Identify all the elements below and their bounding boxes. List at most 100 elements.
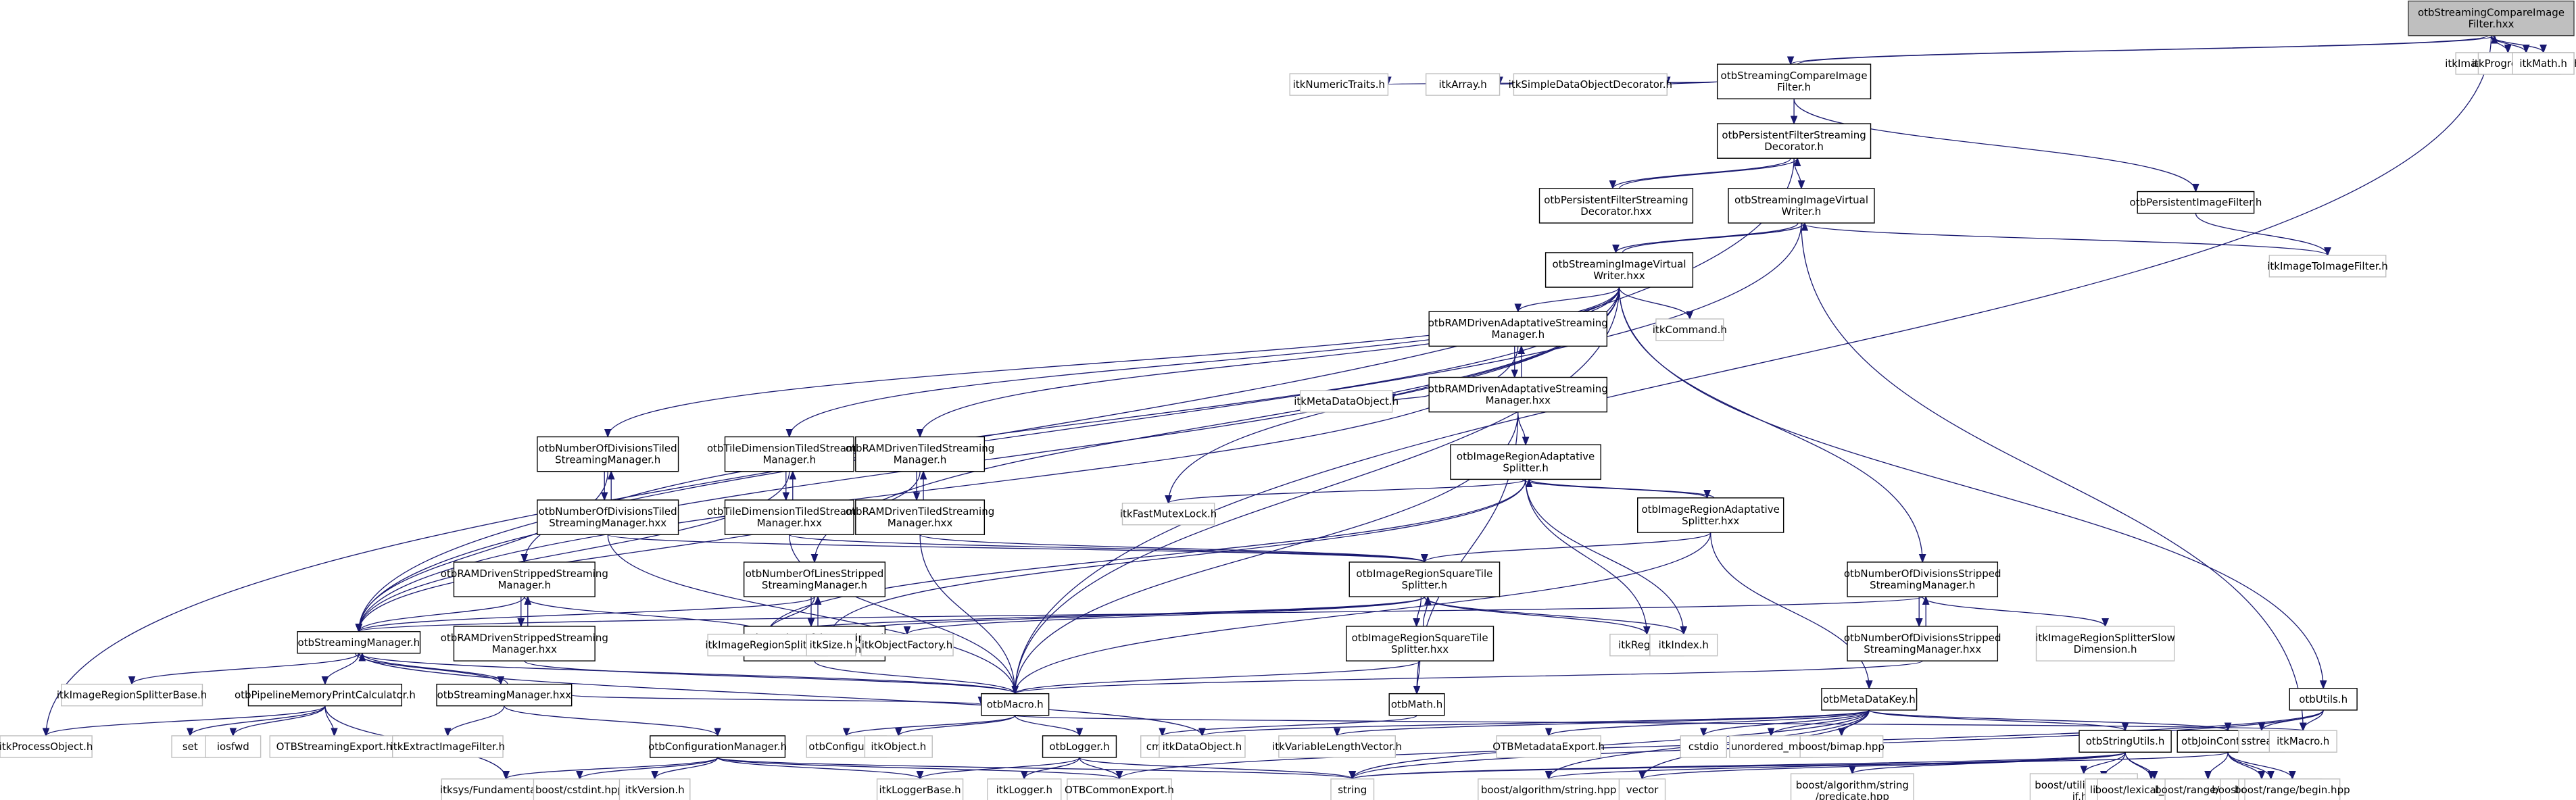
node-ndt-hxx[interactable]: otbNumberOfDivisionsTiledStreamingManage… [537,499,679,535]
node-box [1538,188,1694,224]
node-box [860,633,954,657]
node-label: otbConfigurationManager.h [648,741,787,753]
node-label: Manager.h [1491,328,1545,341]
node-box [981,693,1050,716]
node-label: itkLoggerBase.h [879,784,961,796]
node-mdk-h[interactable]: otbMetaDataKey.h [1821,688,1918,711]
edge-mdk-h-to-itkDataObject [1202,709,1870,736]
edge-macro-h-to-itkObject [898,715,1016,736]
edge-pif-h-to-itkImageToImageFilter [2195,213,2327,255]
edge-iras-hxx-to-mdk-h [1710,532,1870,689]
node-label: itkIndex.h [1659,639,1709,651]
edge-strutils-h-to-boost-enable-if [2084,752,2126,774]
node-cfgm-h[interactable]: otbConfigurationManager.h [648,735,787,758]
node-label: Manager.hxx [888,517,953,529]
node-strutils-h[interactable]: otbStringUtils.h [2079,730,2172,753]
edge-iras-h-to-itkFastMutexLock [1169,478,1526,504]
node-label: itkMath.h [2519,57,2567,70]
edge-iras-hxx-to-iras-h [1529,478,1715,499]
node-itkIndex: itkIndex.h [1649,633,1718,657]
edge-siv-h-to-siv-hxx [1615,222,1799,253]
node-box [1428,311,1608,347]
edge-rdas-hxx-to-itkMetaDataObject [1392,395,1430,402]
node-rdas-hxx[interactable]: otbRAMDrivenAdaptativeStreamingManager.h… [1428,376,1608,413]
node-label: StreamingManager.hxx [1864,643,1981,655]
edge-iras-h-to-itkImageRegionSplitter [768,479,1526,634]
node-label: otbRAMDrivenTiledStreaming [846,505,994,518]
edge-tdt-hxx-to-irst-h [789,534,1425,563]
node-label: itkVariableLengthVector.h [1272,741,1402,753]
node-label: otbMath.h [1391,699,1442,711]
node-pfsd-hxx[interactable]: otbPersistentFilterStreamingDecorator.hx… [1538,188,1694,224]
node-nls-h[interactable]: otbNumberOfLinesStrippedStreamingManager… [743,561,886,597]
node-ndt-h[interactable]: otbNumberOfDivisionsTiledStreamingManage… [537,436,679,472]
node-box [297,631,421,654]
node-box [1478,778,1620,800]
node-label: otbStreamingImageVirtual [1552,258,1686,270]
node-itkMacro: itkMacro.h [2268,730,2337,753]
node-box [1716,123,1872,159]
node-boost-alg-pred: boost/algorithm/string/predicate.hpp [1790,773,1914,800]
node-label: otbStreamingCompareImage [2418,7,2565,19]
node-label: itkFastMutexLock.h [1120,508,1217,520]
edge-logger-h-to-string [1079,757,1353,780]
node-box [533,778,627,800]
node-utils-h[interactable]: otbUtils.h [2289,688,2358,711]
node-nds-hxx[interactable]: otbNumberOfDivisionsStrippedStreamingMan… [1844,626,2001,661]
node-label: otbImageRegionSquareTile [1352,632,1488,644]
node-box [436,683,573,707]
edge-sm-h-to-macro-h [358,653,1015,695]
node-label: itkObject.h [871,741,926,753]
node-box [171,735,210,758]
node-boost-bimap: boost/bimap.hpp [1799,735,1885,758]
node-label: itkObjectFactory.h [862,639,953,651]
node-sm-hxx[interactable]: otbStreamingManager.hxx [436,683,573,707]
node-sm-h[interactable]: otbStreamingManager.h [297,631,421,654]
node-math-h[interactable]: otbMath.h [1388,693,1445,716]
node-logger-h[interactable]: otbLogger.h [1042,735,1117,758]
node-label: Splitter.hxx [1391,643,1449,655]
node-boost-cstdint: boost/cstdint.hpp [533,778,627,800]
node-label: itkNumericTraits.h [1293,78,1385,91]
edge-math-h-to-cmath [1162,715,1417,736]
edge-join-h-to-boost-range-begin [2227,752,2292,780]
node-itkVariableLengthVector: itkVariableLengthVector.h [1272,735,1402,758]
node-label: itkArray.h [1438,78,1486,91]
node-label: otbImageRegionAdaptative [1457,450,1595,462]
node-nds-h[interactable]: otbNumberOfDivisionsStrippedStreamingMan… [1844,561,2001,597]
edge-mdk-h-to-OTBMetadataExport [1549,709,1870,736]
node-label: OTBCommonExport.h [1065,784,1174,796]
edge-nds-h-to-sm-h [359,596,1923,632]
node-label: otbNumberOfDivisionsTiled [539,505,677,518]
node-macro-h[interactable]: otbMacro.h [981,693,1050,716]
node-pif-h[interactable]: otbPersistentImageFilter.h [2130,191,2262,214]
edge-pmpc-h-to-set [190,705,326,736]
edge-macro-h-to-logger-h [1015,715,1079,736]
edge-irst-h-to-itkIndex [1424,596,1683,634]
node-label: otbStreamingImageVirtual [1734,194,1868,206]
node-tdt-hxx[interactable]: otbTileDimensionTiledStreamingManager.hx… [707,499,872,535]
node-pmpc-h[interactable]: otbPipelineMemoryPrintCalculator.h [235,683,416,707]
edge-join-h-to-ostream [2227,752,2262,779]
node-label: iosfwd [217,741,249,753]
node-label: itkVersion.h [625,784,685,796]
edge-tdt-hxx-to-macro-h [789,534,1015,693]
edge-siv-hxx-to-sm-h [359,287,1620,632]
edge-mdk-h-to-strutils-h [1868,709,2125,731]
